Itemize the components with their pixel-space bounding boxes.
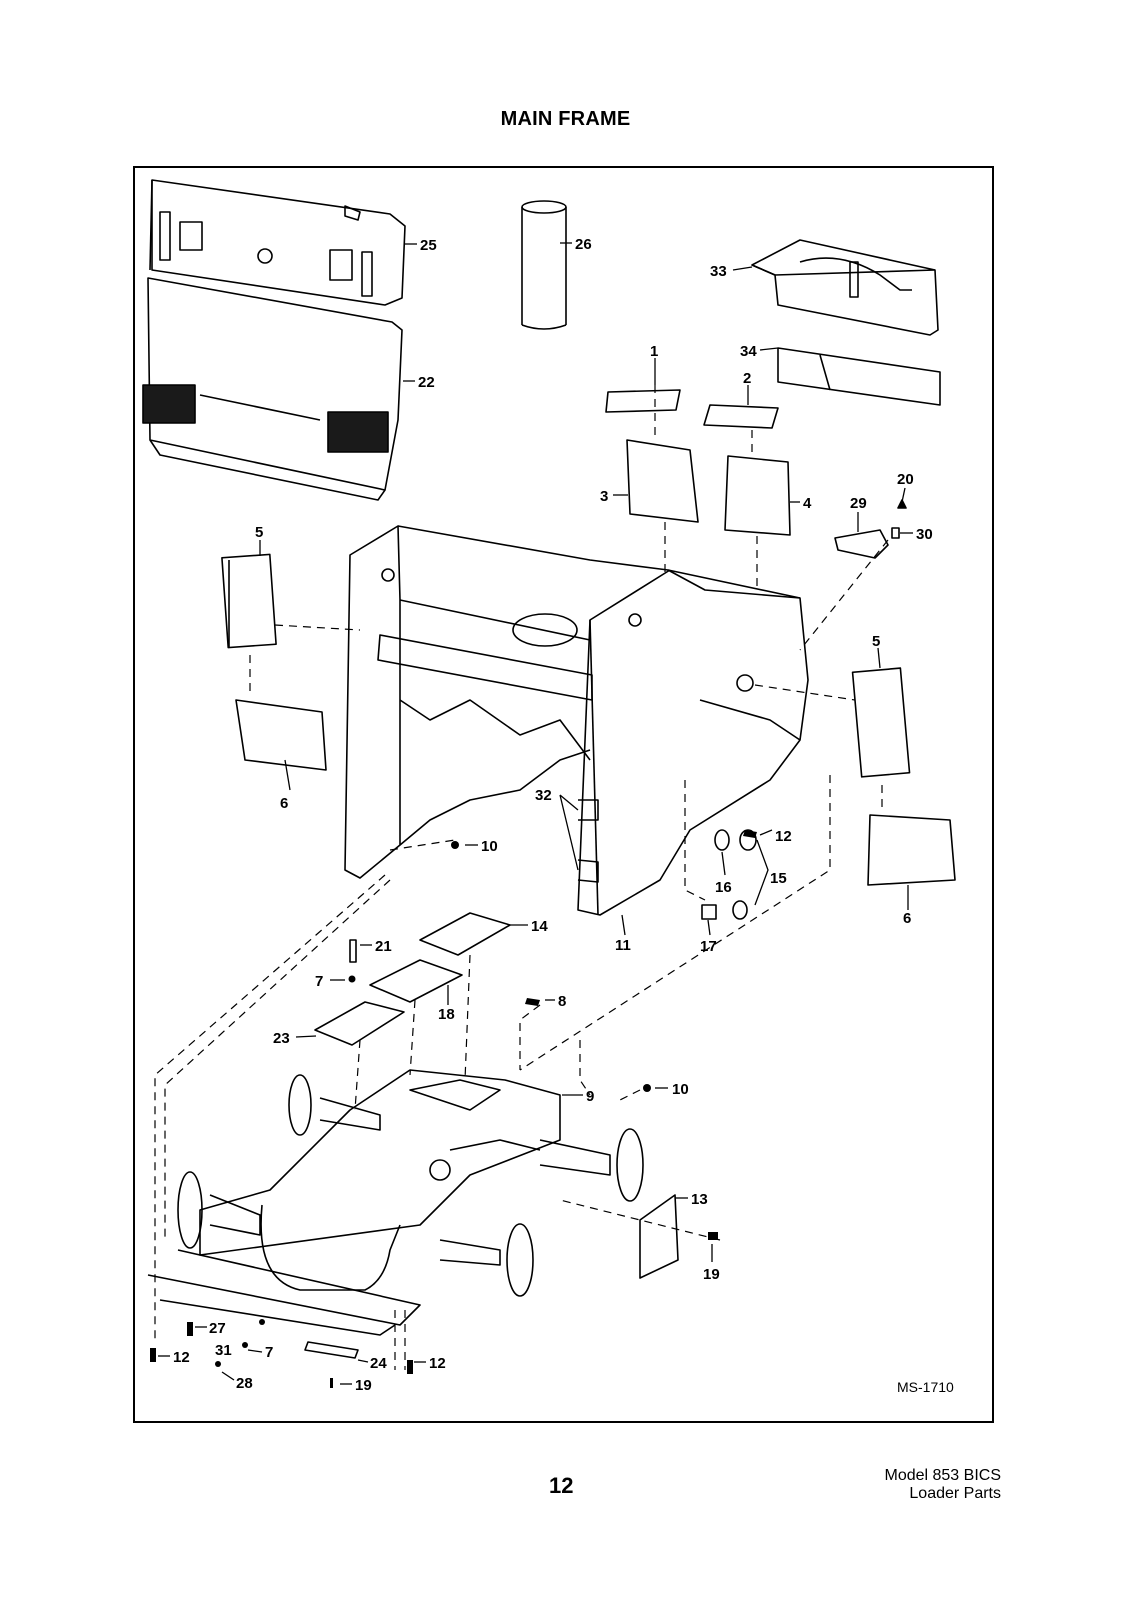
callout-29: 29 [850, 495, 867, 512]
page-title: MAIN FRAME [500, 108, 631, 130]
callout-30: 30 [916, 526, 933, 543]
callout-5-left: 5 [255, 524, 263, 541]
callout-5-right: 5 [872, 633, 880, 650]
part-foam-6-left [235, 699, 327, 771]
model-info: Model 853 BICS Loader Parts [884, 1467, 1001, 1503]
callout-24: 24 [370, 1355, 387, 1372]
part-foam-6-right [867, 814, 956, 886]
callout-14: 14 [531, 918, 548, 935]
part-plate-23 [314, 1001, 405, 1046]
part-bracket-33 [751, 239, 939, 336]
diagram-frame [133, 166, 994, 1423]
callout-7-upper: 7 [315, 973, 323, 990]
callout-34: 34 [740, 343, 757, 360]
callout-6-left: 6 [280, 795, 288, 812]
callout-18: 18 [438, 1006, 455, 1023]
callout-26: 26 [575, 236, 592, 253]
diagram-reference: MS-1710 [897, 1379, 954, 1395]
part-foam-5-left [221, 553, 277, 649]
part-guard-13 [639, 1194, 679, 1279]
part-main-frame-11 [344, 525, 809, 916]
callout-12-upper: 12 [775, 828, 792, 845]
callout-19-lower: 19 [355, 1377, 372, 1394]
part-bushing-16 [714, 829, 730, 851]
part-plate-34 [777, 347, 941, 406]
part-panel-4 [724, 455, 791, 536]
part-pin-21 [349, 939, 357, 963]
part-plate-18 [369, 959, 463, 1003]
callout-31: 31 [215, 1342, 232, 1359]
callout-6-right: 6 [903, 910, 911, 927]
part-axle-frame-9 [147, 1069, 644, 1336]
callout-10-lower: 10 [672, 1081, 689, 1098]
callout-25: 25 [420, 237, 437, 254]
callout-7-lower: 7 [265, 1344, 273, 1361]
part-bushing-15b [732, 900, 748, 920]
part-rear-panel-25 [149, 179, 406, 306]
callout-12-lower-left: 12 [173, 1349, 190, 1366]
callout-4: 4 [803, 495, 812, 512]
part-tube-26 [521, 200, 567, 330]
part-latch-32-lower [577, 859, 599, 883]
callout-22: 22 [418, 374, 435, 391]
callout-10-upper: 10 [481, 838, 498, 855]
part-pad-2 [703, 404, 779, 429]
callout-12-lower-right: 12 [429, 1355, 446, 1372]
part-latch-32-upper [578, 799, 599, 821]
callout-2: 2 [743, 370, 751, 387]
part-plate-24 [304, 1341, 359, 1359]
callout-17: 17 [700, 938, 717, 955]
callout-13: 13 [691, 1191, 708, 1208]
part-plate-14 [419, 912, 511, 956]
callout-19-right: 19 [703, 1266, 720, 1283]
part-front-panel-22 [142, 277, 403, 501]
callout-16: 16 [715, 879, 732, 896]
callout-33: 33 [710, 263, 727, 280]
part-bushing-15a [739, 829, 757, 851]
part-bolt-20 [897, 499, 907, 509]
callout-3: 3 [600, 488, 608, 505]
callout-11: 11 [615, 937, 631, 954]
callout-21: 21 [375, 938, 392, 955]
part-pad-1 [605, 389, 681, 413]
model-line-1: Model 853 BICS [884, 1467, 1001, 1484]
part-foam-5-right [851, 667, 911, 778]
callout-9: 9 [586, 1088, 594, 1105]
callout-20: 20 [897, 471, 914, 488]
callout-28: 28 [236, 1375, 253, 1392]
part-bushing-17 [701, 904, 717, 920]
model-line-2: Loader Parts [909, 1485, 1001, 1502]
callout-1: 1 [650, 343, 658, 360]
part-nut-30 [891, 527, 900, 539]
part-panel-3 [626, 439, 699, 523]
page-number: 12 [549, 1473, 574, 1498]
part-bracket-29 [834, 529, 889, 559]
callout-27: 27 [209, 1320, 226, 1337]
callout-23: 23 [273, 1030, 290, 1047]
callout-15: 15 [770, 870, 787, 887]
callout-32: 32 [535, 787, 552, 804]
callout-8: 8 [558, 993, 566, 1010]
